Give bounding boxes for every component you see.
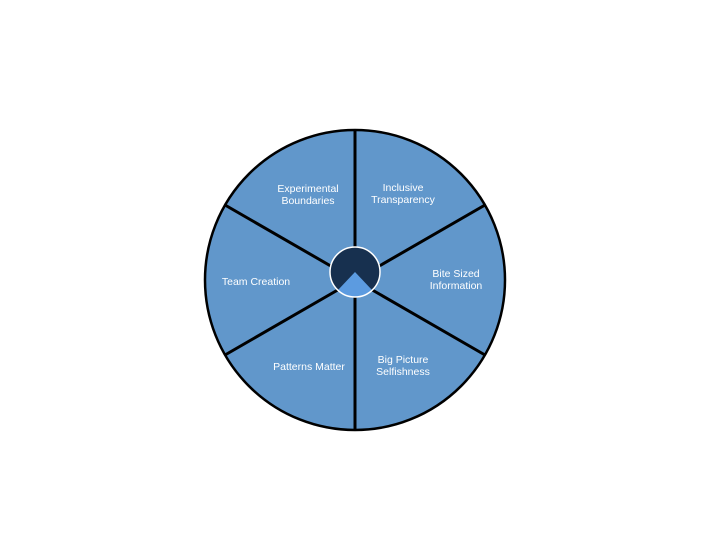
divider — [354, 278, 486, 357]
hub-wedge — [338, 272, 372, 297]
segment-label: Team Creation — [222, 276, 290, 288]
hub — [329, 246, 381, 298]
hub-border — [329, 246, 381, 298]
segment-label: Patterns Matter — [273, 361, 345, 373]
divider — [224, 278, 356, 357]
